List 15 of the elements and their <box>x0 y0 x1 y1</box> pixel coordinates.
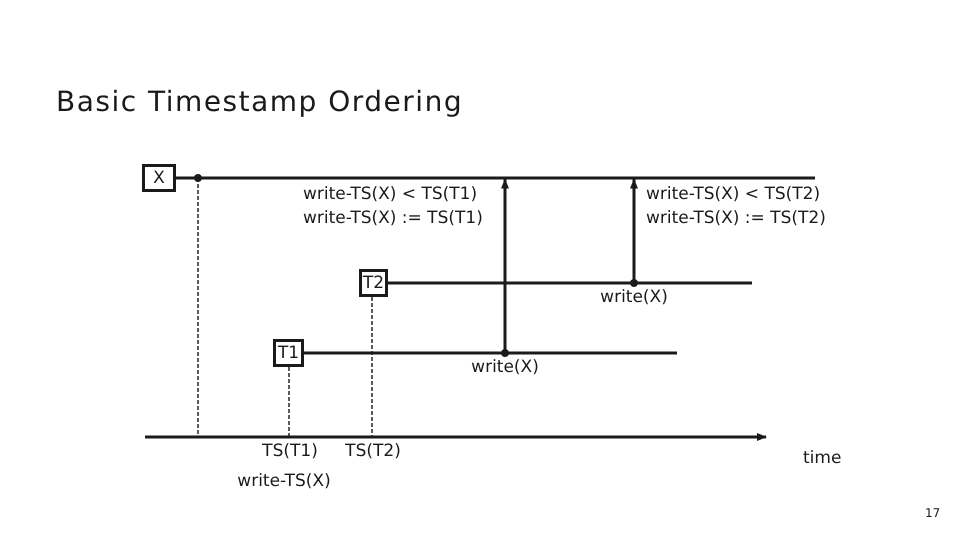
edge-label: write-TS(X) < TS(T1) write-TS(X) := TS(T1) <box>303 182 484 230</box>
lifeline-head: X <box>142 164 176 192</box>
axis-label: time <box>803 448 842 468</box>
arrow <box>630 178 638 287</box>
lifeline-head: T1 <box>273 339 304 367</box>
lifeline-head: T2 <box>359 269 388 297</box>
arrow <box>501 178 509 357</box>
edge-label: write-TS(X) < TS(T2) write-TS(X) := TS(T2) <box>646 182 827 230</box>
slide-title: Basic Timestamp Ordering <box>56 85 464 119</box>
event-label: write(X) <box>471 357 539 377</box>
axis-label: TS(T1) <box>262 441 318 461</box>
axis-label: TS(T2) <box>345 441 401 461</box>
event-label: write(X) <box>600 287 668 307</box>
page-number: 17 <box>925 505 940 522</box>
axis-label: write-TS(X) <box>237 471 331 491</box>
